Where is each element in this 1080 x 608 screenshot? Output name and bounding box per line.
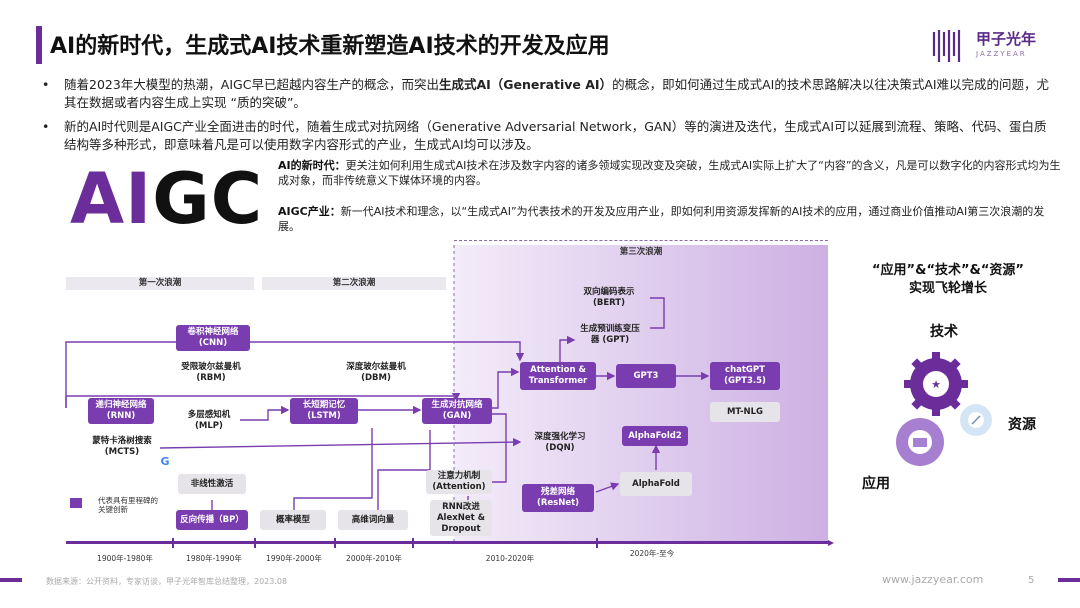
wave-label-third: 第三次浪潮 (619, 247, 663, 257)
node-rbm: 受限玻尔兹曼机 (RBM) (181, 362, 241, 383)
legend-text: 代表具有里程碑的关键创新 (98, 496, 158, 514)
brand-logo: 甲子光年 JAZZYEAR (930, 26, 1046, 66)
definition-new-era: AI的新时代：更关注如何利用生成式AI技术在涉及数字内容的诸多领域实现改变及突破… (278, 158, 1062, 188)
timeline-tick (172, 538, 174, 548)
bullet-2: • 新的AI时代则是AIGC产业全面进击的时代，随着生成式对抗网络（Genera… (42, 118, 1052, 154)
node-resnet: 残差网络 (ResNet) (522, 484, 594, 512)
wave-label-second: 第二次浪潮 (262, 277, 446, 290)
node-rnn: 递归神经网络 (RNN) (88, 398, 154, 424)
node-gan: 生成对抗网络 (GAN) (422, 398, 492, 424)
timeline-label: 1980年-1990年 (186, 554, 242, 563)
node-hdv: 高维词向量 (338, 510, 408, 530)
definition-term: AIGC产业： (278, 205, 341, 218)
connector-rnn-cnn (65, 341, 176, 408)
page-number: 5 (1028, 575, 1035, 586)
node-dbm: 深度玻尔兹曼机 (DBM) (346, 362, 406, 383)
timeline-tick (334, 538, 336, 548)
third-wave-border (454, 240, 828, 242)
connector-mcts-dqn (159, 437, 522, 449)
connector-attn-gpt (559, 335, 576, 362)
flywheel-label-tech: 技术 (930, 324, 958, 340)
footer-url: www.jazzyear.com (882, 573, 984, 586)
title-accent-bar (36, 26, 42, 64)
wave-label-first: 第一次浪潮 (66, 277, 254, 290)
logo-mark-icon (932, 30, 961, 62)
node-prob: 概率模型 (260, 510, 326, 530)
page-title: AI的新时代，生成式AI技术重新塑造AI技术的开发及应用 (50, 34, 610, 59)
bullet-1: • 随着2023年大模型的热潮，AIGC早已超越内容生产的概念，而突出生成式AI… (42, 76, 1052, 112)
google-icon: G (160, 454, 170, 468)
bullet-1-tail: 的概念，即如何通过生成式AI的技术思路解决以往决策式AI难以完成的问题，尤其在数… (64, 77, 1050, 110)
node-attention-transformer: Attention & Transformer (520, 362, 596, 390)
legend-swatch (70, 498, 82, 508)
logo-name: 甲子光年 (976, 30, 1037, 48)
connector-cnn-attention (212, 341, 525, 362)
bullet-dot: • (42, 119, 50, 134)
node-gpt3: GPT3 (616, 364, 676, 388)
node-alphafold: AlphaFold (620, 472, 692, 496)
connector-resnet-alphafold (595, 482, 620, 493)
timeline-axis (66, 541, 828, 544)
definition-text: 新一代AI技术和理念，以“生成式AI”为代表技术的开发及应用产业，即如何利用资源… (278, 205, 1045, 233)
connector-hdv-up (377, 430, 431, 512)
aigc-wordmark: AIGC (70, 158, 263, 240)
timeline-label: 2000年-2010年 (346, 554, 402, 563)
timeline-label: 1900年-1980年 (97, 554, 153, 563)
node-attention: 注意力机制 (Attention) (426, 470, 492, 494)
aigc-ai: AI (70, 158, 153, 240)
timeline-ticks (172, 538, 834, 548)
connector-gpt-bert (650, 297, 665, 329)
flywheel-gears: ★ (896, 352, 992, 466)
gear-resource-icon (960, 404, 992, 436)
node-alphafold2: AlphaFold2 (622, 426, 688, 446)
node-mtnlg: MT-NLG (710, 402, 780, 422)
bullet-2-text: 新的AI时代则是AIGC产业全面进击的时代，随着生成式对抗网络（Generati… (64, 119, 1047, 152)
flywheel-title: “应用”&“技术”&“资源” 实现飞轮增长 (872, 263, 1024, 296)
definition-term: AI的新时代： (278, 159, 346, 172)
bullet-1-text: 随着2023年大模型的热潮，AIGC早已超越内容生产的概念，而突出 (64, 77, 439, 92)
node-dqn: 深度强化学习 (DQN) (534, 432, 586, 453)
flywheel-label-resource: 资源 (1008, 417, 1036, 433)
node-mlp: 多层感知机 (MLP) (187, 410, 231, 431)
logo-sub: JAZZYEAR (976, 50, 1027, 58)
timeline-arrow (828, 540, 834, 546)
definition-aigc-industry: AIGC产业：新一代AI技术和理念，以“生成式AI”为代表技术的开发及应用产业，… (278, 204, 1062, 234)
timeline-tick (596, 538, 598, 548)
timeline-label: 2010-2020年 (485, 554, 535, 563)
footer-accent-right (1058, 578, 1080, 582)
connector-prob-up (293, 428, 373, 512)
node-nonlinear: 非线性激活 (178, 474, 246, 494)
node-cnn: 卷积神经网络 (CNN) (176, 325, 250, 351)
node-mcts: 蒙特卡洛树搜索 (MCTS) (92, 436, 152, 457)
gear-tech-icon: ★ (904, 352, 968, 416)
timeline-tick (254, 538, 256, 548)
node-bert: 双向编码表示 (BERT) (583, 287, 635, 308)
flywheel-label-app: 应用 (862, 476, 890, 492)
svg-text:★: ★ (931, 378, 941, 391)
footer-accent-left (0, 578, 22, 582)
bullet-1-bold: 生成式AI（Generative AI） (438, 77, 613, 92)
timeline-label: 2020年-至今 (629, 549, 675, 558)
aigc-gc: GC (152, 158, 264, 240)
node-gpt: 生成预训练变压 器 (GPT) (580, 324, 640, 345)
footer-source: 数据来源：公开资料，专家访谈，甲子光年智库总结整理，2023.08 (46, 577, 288, 586)
gear-app-icon (896, 418, 944, 466)
connector-attention-gan (484, 413, 507, 483)
definition-text: 更关注如何利用生成式AI技术在涉及数字内容的诸多领域实现改变及突破，生成式AI实… (278, 159, 1061, 187)
node-rnn-improve: RNN改进 AlexNet & Dropout (430, 500, 492, 536)
timeline-label: 1990年-2000年 (266, 554, 322, 563)
node-lstm: 长短期记忆 (LSTM) (290, 398, 358, 424)
node-chatgpt: chatGPT (GPT3.5) (710, 362, 780, 390)
bullet-dot: • (42, 77, 50, 92)
node-bp: 反向传播（BP） (176, 510, 248, 530)
connector-mlp-lstm (240, 405, 290, 421)
timeline-tick (412, 538, 414, 548)
